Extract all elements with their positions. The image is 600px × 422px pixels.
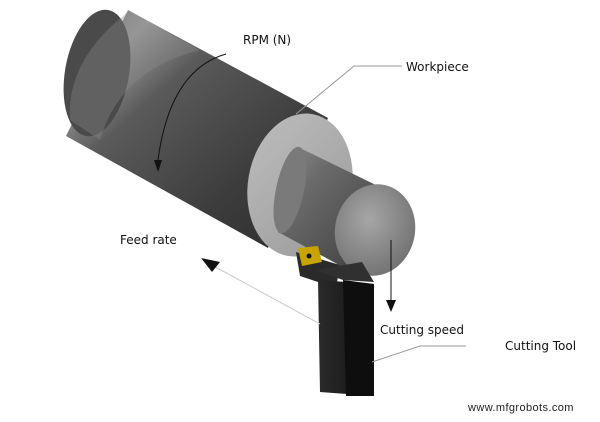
- feed-rate-label: Feed rate: [120, 233, 177, 247]
- workpiece-small-cylinder: [273, 146, 416, 276]
- cutting-tool-label: Cutting Tool: [505, 339, 577, 353]
- workpiece-leader: [295, 65, 402, 115]
- leader-lines: [295, 65, 466, 363]
- watermark: www.mfgrobots.com: [468, 402, 574, 414]
- rpm-arrow: [154, 53, 227, 172]
- cutting-speed-arrow: [386, 240, 396, 312]
- workpiece-label: Workpiece: [406, 60, 469, 74]
- cutting-speed-label: Cutting speed: [380, 323, 465, 337]
- cutting-tool-leader: [371, 345, 466, 363]
- cutting-tool: [296, 246, 374, 396]
- feed-rate-arrow: [201, 258, 321, 325]
- rpm-label: RPM (N): [243, 33, 292, 47]
